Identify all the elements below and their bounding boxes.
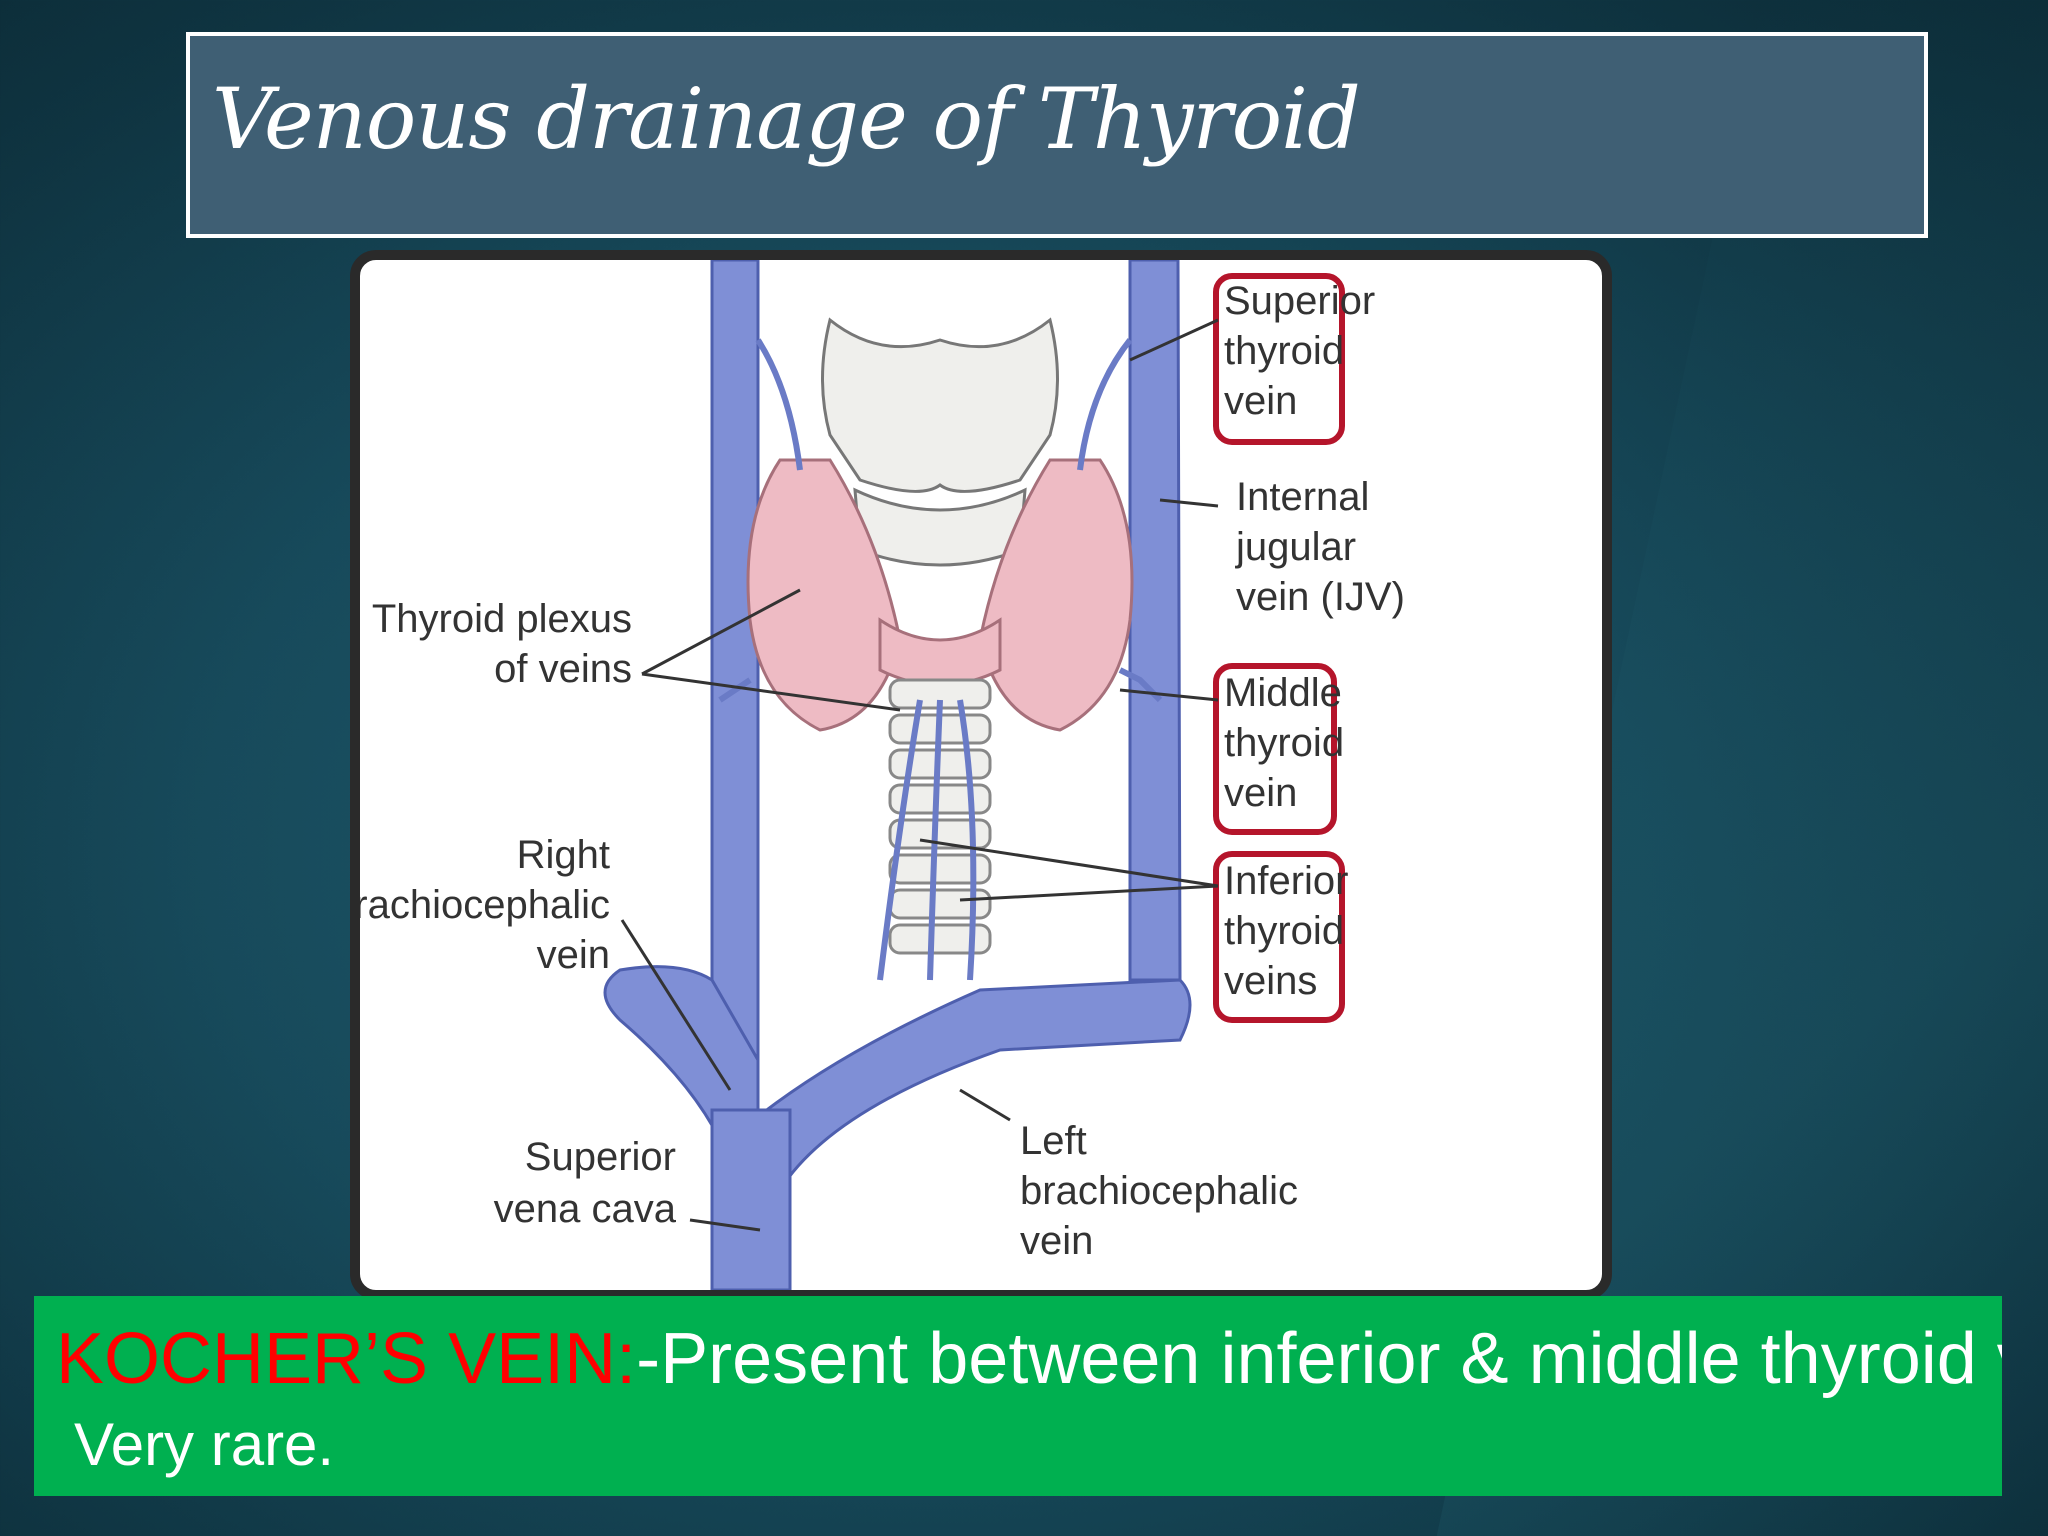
label-superior-line1: Superior <box>1224 279 1375 323</box>
left-brachiocephalic-vein-shape <box>727 978 1192 1193</box>
thyroid-cartilage <box>821 317 1059 493</box>
leader-lines <box>620 318 1219 1232</box>
cricoid-cartilage <box>853 487 1027 567</box>
label-inferior-line3: veins <box>1224 959 1317 1003</box>
label-svc-line2: vena cava <box>494 1187 677 1231</box>
label-svc-line1: Superior <box>525 1135 676 1179</box>
thyroid-left-lobe <box>978 458 1134 732</box>
thyroid-veins <box>718 338 1163 981</box>
thyroid-isthmus <box>878 617 1002 687</box>
label-middle-line2: thyroid <box>1224 721 1344 765</box>
inferior-thyroid-veins-box <box>1213 851 1345 1023</box>
label-ijv-line1: Internal <box>1236 475 1369 519</box>
superior-thyroid-vein-box <box>1213 273 1345 445</box>
label-inferior-line1: Inferior <box>1224 859 1349 903</box>
label-right-brachio-line3: vein <box>537 933 610 977</box>
thyroid-right-lobe <box>746 458 902 732</box>
caption-description: -Present between inferior & middle thyro… <box>636 1319 2002 1399</box>
label-inferior-line2: thyroid <box>1224 909 1344 953</box>
anatomy-figure: Superior thyroid vein Internal jugular v… <box>350 250 1612 1300</box>
label-middle-line3: vein <box>1224 771 1297 815</box>
label-ijv-line3: vein (IJV) <box>1236 575 1405 619</box>
superior-vena-cava-shape <box>710 1108 792 1290</box>
label-superior-line3: vein <box>1224 379 1297 423</box>
label-left-brachio-line2: brachiocephalic <box>1020 1169 1298 1213</box>
label-left-brachio-line1: Left <box>1020 1119 1087 1163</box>
label-plexus-line2: of veins <box>494 647 632 691</box>
caption-line-1: KOCHER’S VEIN:-Present between inferior … <box>56 1318 2002 1400</box>
label-left-brachio-line3: vein <box>1020 1219 1093 1263</box>
caption-box: KOCHER’S VEIN:-Present between inferior … <box>34 1296 2002 1496</box>
slide-title: Venous drainage of Thyroid <box>212 70 1361 168</box>
label-superior-line2: thyroid <box>1224 329 1344 373</box>
middle-thyroid-vein-box <box>1213 663 1337 835</box>
label-middle-line1: Middle <box>1224 671 1342 715</box>
thyroid-venous-diagram: Superior thyroid vein Internal jugular v… <box>360 260 1405 1290</box>
label-right-brachio-line1: Right <box>517 833 610 877</box>
caption-note: Very rare. <box>74 1411 335 1478</box>
right-brachiocephalic-vein-shape <box>603 965 760 1142</box>
label-ijv-line2: jugular <box>1235 525 1356 569</box>
title-box: Venous drainage of Thyroid <box>186 32 1928 238</box>
label-plexus-line1: Thyroid plexus <box>372 597 632 641</box>
left-internal-jugular-vein <box>1128 260 1182 982</box>
caption-term: KOCHER’S VEIN: <box>56 1319 637 1399</box>
label-right-brachio-line2: brachiocephalic <box>360 883 610 927</box>
